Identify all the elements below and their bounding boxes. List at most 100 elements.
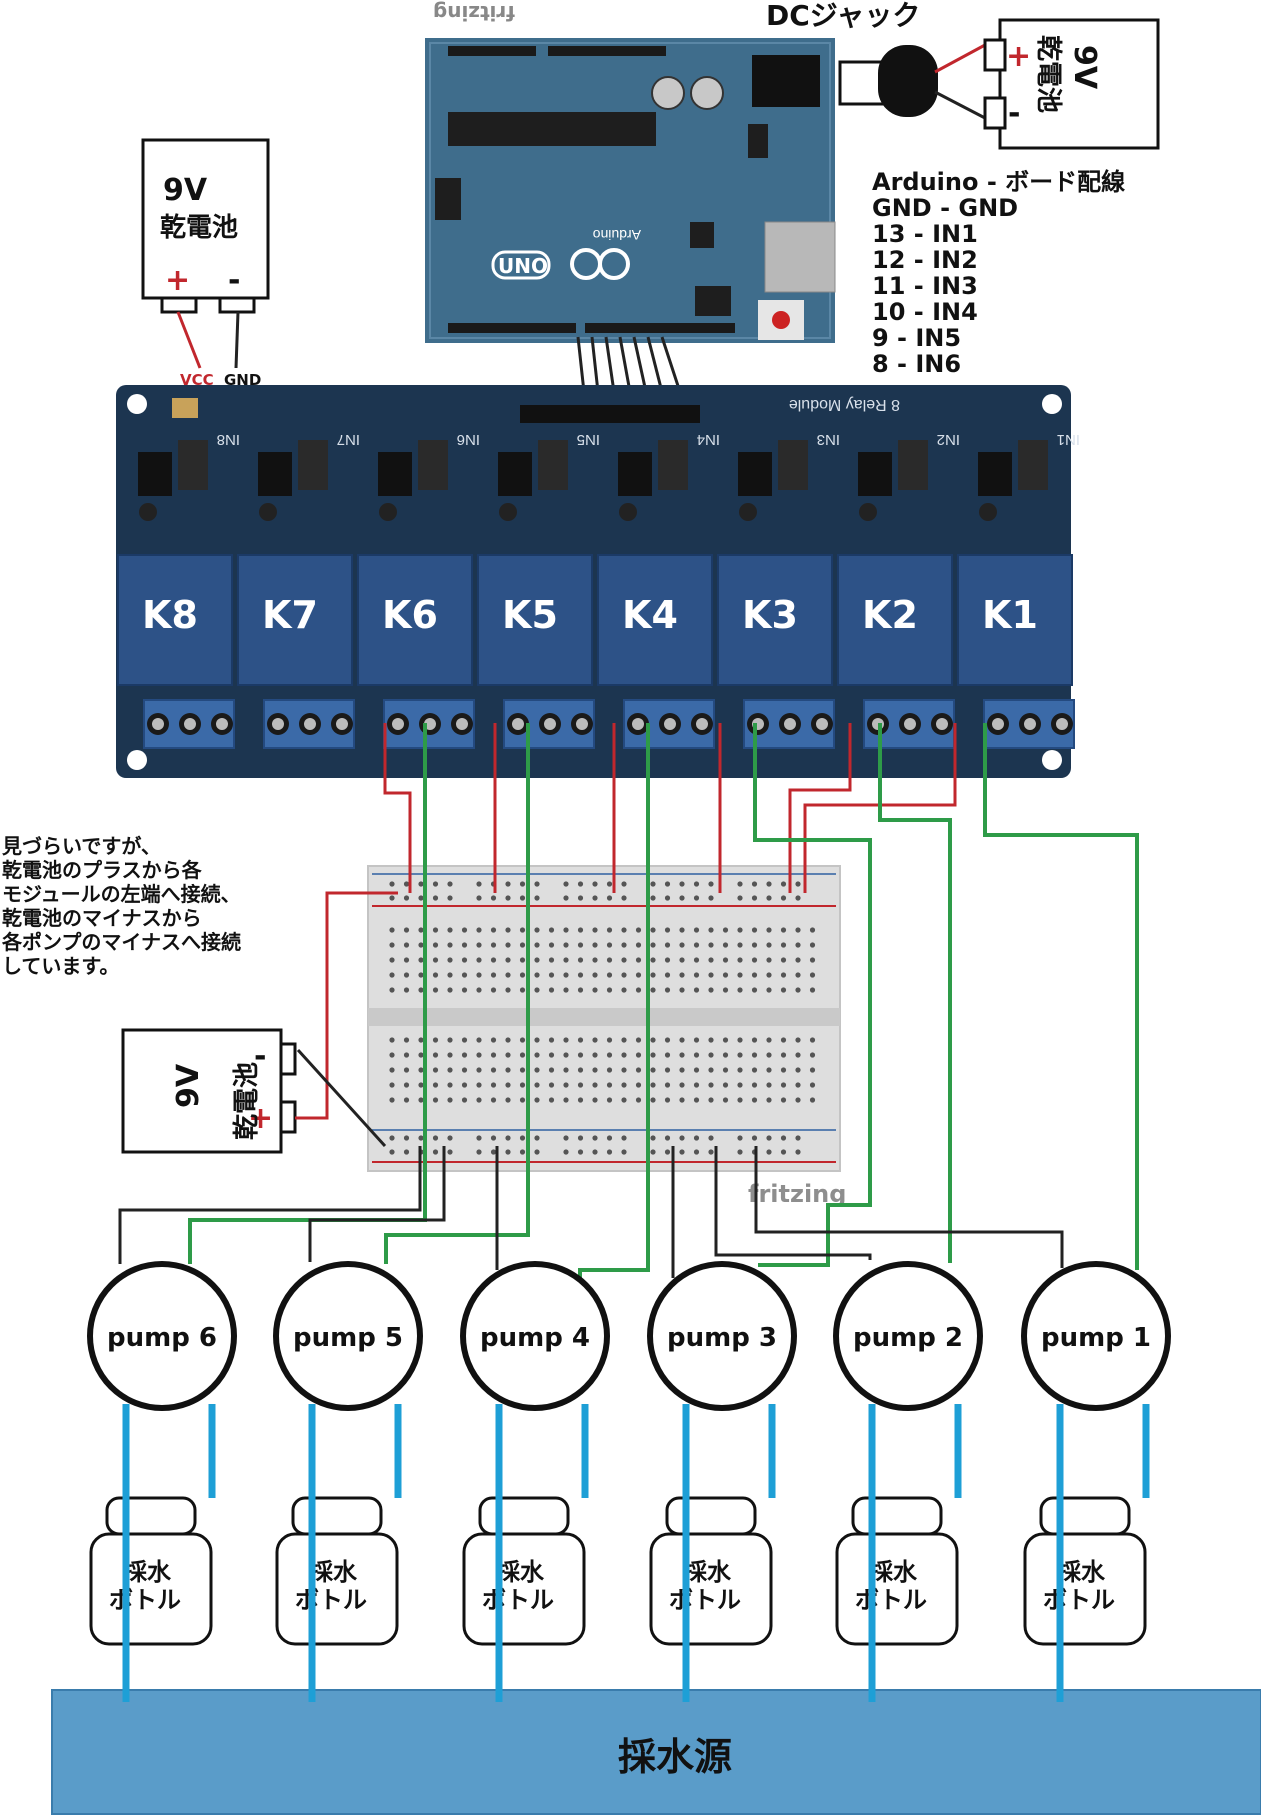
wiring-note: 見づらいですが、 乾電池のプラスから各 モジュールの左端へ接続、 乾電池のマイナ… [1,834,241,978]
breadboard-hole [664,1149,671,1155]
relay-input-label: IN4 [697,431,720,448]
bottle-body [1023,1532,1147,1646]
resistor-array [898,440,928,490]
breadboard-hole [621,972,627,978]
breadboard-hole [476,972,482,978]
breadboard-hole [606,1052,613,1058]
breadboard-hole [490,895,497,901]
breadboard-hole [780,972,787,978]
breadboard-hole [737,987,743,993]
note-line: モジュールの左端へ接続、 [2,882,241,906]
breadboard-hole [534,927,540,933]
breadboard-hole [722,1037,729,1043]
breadboard-hole [447,972,453,978]
pump-circle [87,1261,237,1411]
breadboard-hole [432,942,439,948]
breadboard-hole [490,1149,497,1155]
breadboard-hole [693,927,700,933]
breadboard-hole [403,1067,410,1073]
breadboard-hole [708,1067,714,1073]
breadboard-hole [519,927,526,933]
breadboard-hole [621,1082,627,1088]
wiring-note-line: 9 - IN5 [872,324,961,352]
breadboard-hole [505,1135,511,1141]
breadboard-hole [418,957,424,963]
breadboard-hole [418,1052,424,1058]
breadboard-hole [389,1082,395,1088]
breadboard-hole [519,957,526,963]
breadboard-hole [635,987,642,993]
breadboard-hole [664,1067,671,1073]
breadboard-hole [403,1037,410,1043]
wiring-note-line: 11 - IN3 [872,272,978,300]
terminal-screw-head [632,718,644,730]
relay-label: K3 [742,593,798,637]
breadboard-hole [403,957,410,963]
breadboard-hole [693,1097,700,1103]
breadboard-hole [737,957,743,963]
breadboard-hole [592,972,598,978]
terminal-screw-head [816,718,828,730]
breadboard-hole [548,987,555,993]
breadboard-hole [795,942,801,948]
breadboard-hole [780,1097,787,1103]
terminal-screw-head [184,718,196,730]
breadboard-hole [389,1037,395,1043]
breadboard-hole [418,972,424,978]
breadboard-hole [563,1135,569,1141]
breadboard-hole [563,1052,569,1058]
breadboard-hole [432,1097,439,1103]
breadboard-hole [795,1135,801,1141]
breadboard-hole [635,1067,642,1073]
breadboard-hole [389,1097,395,1103]
breadboard-hole [432,1082,439,1088]
breadboard-hole [577,987,584,993]
breadboard-hole [766,987,772,993]
battery-top-left-minus: - [228,263,240,298]
breadboard-hole [432,1067,439,1073]
breadboard-hole [519,1052,526,1058]
breadboard-hole [766,942,772,948]
note-line: 乾電池のプラスから各 [2,858,203,882]
terminal-screw-head [336,718,348,730]
breadboard-hole [650,972,656,978]
battery-top-left-label-1: 9V [163,173,208,208]
breadboard-hole [505,1097,511,1103]
breadboard-hole [679,1097,685,1103]
breadboard-hole [766,1067,772,1073]
breadboard-hole [592,1082,598,1088]
breadboard-hole [606,927,613,933]
breadboard-hole [708,1097,714,1103]
breadboard-hole [476,1149,482,1155]
bottle-cap [105,1496,197,1536]
breadboard-hole [737,972,743,978]
breadboard-hole [780,987,787,993]
breadboard-hole [461,987,468,993]
relay-input-label: IN8 [217,431,240,448]
breadboard-hole [708,1037,714,1043]
breadboard-hole [476,957,482,963]
breadboard-hole [766,1097,772,1103]
breadboard-hole [650,895,656,901]
breadboard-hole [650,987,656,993]
optocoupler [138,452,172,496]
arduino-board: fritzing UNO Arduino [425,1,836,343]
water-source: 採水源 [51,1689,1261,1815]
bottle-cap [665,1496,757,1536]
breadboard-hole [403,987,410,993]
breadboard-hole [505,1037,511,1043]
relay-module-title: 8 Relay Module [789,396,900,413]
breadboard-hole [505,895,511,901]
breadboard-hole [519,1037,526,1043]
breadboard-hole [418,1097,424,1103]
breadboard-hole [737,1052,743,1058]
note-line: 見づらいですが、 [2,834,161,858]
breadboard-hole [722,1097,729,1103]
breadboard-hole [461,927,468,933]
breadboard-hole [606,972,613,978]
breadboard-hole [418,1135,424,1141]
breadboard-hole [737,1067,743,1073]
breadboard-hole [389,1135,395,1141]
